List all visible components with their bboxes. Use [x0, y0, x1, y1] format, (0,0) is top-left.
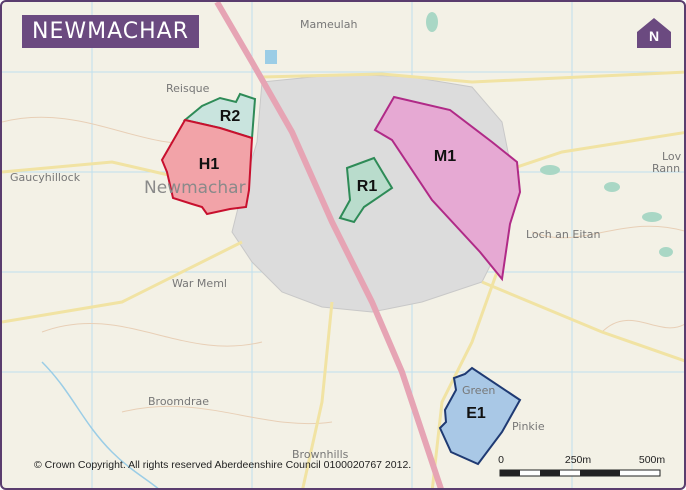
place-war-meml: War Meml [172, 277, 227, 290]
scale-label-250m: 250m [564, 454, 592, 466]
scale-bar [499, 469, 661, 477]
north-arrow-shape [637, 18, 671, 48]
stream [41, 361, 159, 488]
main-road [214, 2, 444, 488]
place-gaucyhillock: Gaucyhillock [10, 171, 81, 184]
place-pinkie: Pinkie [512, 420, 545, 433]
place-brownhills: Brownhills [292, 448, 349, 461]
zone-E1-shape [438, 366, 522, 466]
pond [265, 50, 277, 64]
woodland [426, 12, 673, 257]
north-arrow-icon: N [648, 28, 660, 44]
north-arrow: N [637, 18, 671, 48]
place-broomdrae: Broomdrae [148, 395, 210, 408]
scale-label-0: 0 [498, 454, 504, 466]
place-newmachar: Newmachar [144, 178, 246, 198]
place-green: Green [462, 384, 496, 397]
zone-label-M1: M1 [433, 148, 457, 165]
zone-label-H1: H1 [198, 156, 220, 173]
zone-label-E1: E1 [466, 405, 486, 422]
zone-M1-shape [373, 95, 522, 282]
place-mameulah: Mameulah [300, 18, 358, 31]
scale-label-500m: 500m [638, 454, 666, 466]
place-loch-an-eitan: Loch an Eitan [526, 228, 601, 241]
place-lov: Lov [662, 150, 682, 163]
map-title: NEWMACHAR [22, 15, 199, 48]
zone-label-R1: R1 [356, 178, 378, 195]
zone-H1-shape [160, 118, 254, 216]
place-rann: Rann [652, 162, 681, 175]
place-reisque: Reisque [166, 82, 210, 95]
zone-R1-shape [338, 156, 394, 224]
zone-label-R2: R2 [219, 108, 241, 125]
copyright-notice: © Crown Copyright. All rights reserved A… [34, 459, 412, 471]
